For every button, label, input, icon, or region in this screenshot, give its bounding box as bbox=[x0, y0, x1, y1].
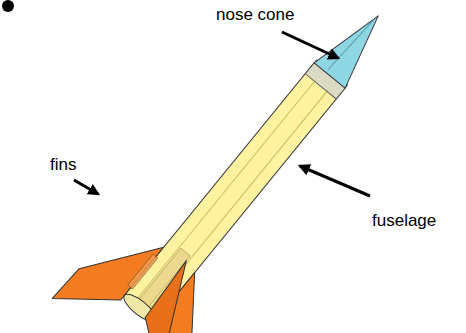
fuselage-tube bbox=[125, 63, 346, 321]
part-label: fuselage bbox=[372, 212, 436, 231]
part-label: nose cone bbox=[216, 6, 294, 25]
leader-arrow bbox=[282, 32, 338, 58]
leader-arrow bbox=[74, 180, 98, 194]
rocket bbox=[52, 0, 435, 333]
part-label: fins bbox=[50, 156, 76, 175]
nose-cone bbox=[314, 3, 394, 88]
bullet-dot bbox=[2, 0, 14, 12]
fin bbox=[122, 261, 222, 333]
leader-arrow bbox=[300, 166, 370, 196]
